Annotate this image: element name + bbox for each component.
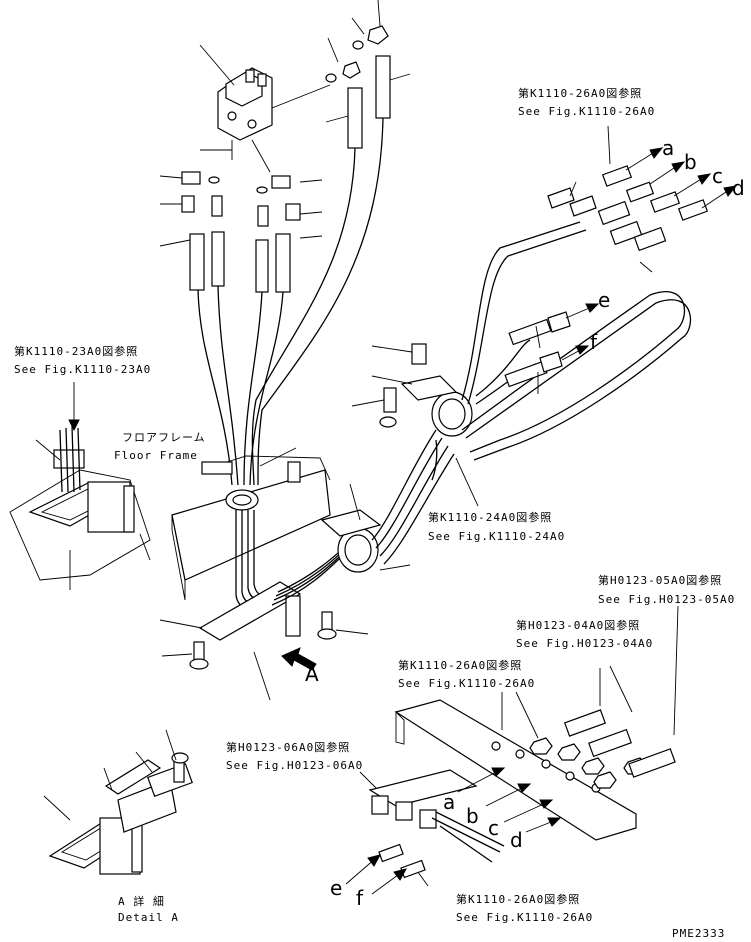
floor-frame-en: Floor Frame: [114, 449, 198, 462]
hose-bundle-middle: [371, 429, 455, 565]
ref-k1110-26a0-mid-jp: 第K1110-26A0図参照: [398, 659, 523, 672]
hose-label-e-bottom: e: [330, 876, 343, 900]
grommets: [320, 375, 473, 573]
hose-bundle-lower: [198, 510, 367, 641]
leader-lines: [73, 125, 679, 887]
hose-label-a-top: a: [662, 136, 675, 160]
couplings-top-right: [547, 165, 709, 252]
bracket-assembly: [394, 699, 676, 841]
ref-h0123-04a0-jp: 第H0123-04A0図参照: [516, 619, 641, 632]
hose-label-b-top: b: [684, 150, 697, 174]
detail-a: [43, 729, 193, 875]
coupling-arrows: [561, 147, 738, 361]
drawing-code: PME2333: [672, 927, 726, 940]
hose-label-f-top: f: [590, 330, 598, 354]
ref-k1110-23a0-en: See Fig.K1110-23A0: [14, 363, 152, 376]
top-fittings: [325, 0, 389, 83]
ref-h0123-05a0-en: See Fig.H0123-05A0: [598, 593, 736, 606]
ref-h0123-06a0-jp: 第H0123-06A0図参照: [226, 741, 351, 754]
hose-label-e-top: e: [598, 288, 611, 312]
hose-label-c-bottom: c: [488, 816, 499, 840]
hose-label-b-bottom: b: [466, 804, 479, 828]
bolts: [161, 611, 369, 670]
view-label-a: A: [305, 662, 319, 686]
view-arrow: [281, 647, 317, 671]
detail-a-jp: A 詳 細: [118, 895, 165, 908]
floor-frame: [171, 455, 331, 601]
detail-a-en: Detail A: [118, 911, 179, 924]
floor-frame-jp: フロアフレーム: [122, 431, 206, 444]
hose-label-d-top: d: [732, 176, 745, 200]
valve-assembly: [199, 44, 331, 141]
ref-h0123-06a0-en: See Fig.H0123-06A0: [226, 759, 364, 772]
ref-k1110-26a0-top-jp: 第K1110-26A0図参照: [518, 87, 643, 100]
lower-manifold: [368, 769, 505, 879]
ref-h0123-04a0-en: See Fig.H0123-04A0: [516, 637, 654, 650]
left-inset: [9, 419, 151, 590]
ref-k1110-26a0-mid-en: See Fig.K1110-26A0: [398, 677, 536, 690]
hose-label-f-bottom: f: [356, 886, 364, 910]
hose-bundle-upper: [197, 117, 384, 486]
ref-k1110-26a0-bottom-jp: 第K1110-26A0図参照: [456, 893, 581, 906]
hose-label-a-bottom: a: [443, 790, 456, 814]
hose-runs-right: [461, 221, 692, 461]
hose-label-c-top: c: [712, 164, 723, 188]
bottom-arrows: [345, 767, 562, 895]
couplings-e-f: [379, 311, 571, 428]
ref-k1110-24a0-jp: 第K1110-24A0図参照: [428, 511, 553, 524]
ref-k1110-26a0-top-en: See Fig.K1110-26A0: [518, 105, 656, 118]
valve-fittings: [159, 139, 323, 227]
valve-hose-ends: [159, 55, 411, 293]
hose-label-d-bottom: d: [510, 828, 523, 852]
ref-k1110-23a0-jp: 第K1110-23A0図参照: [14, 345, 139, 358]
ref-k1110-24a0-en: See Fig.K1110-24A0: [428, 530, 566, 543]
ref-k1110-26a0-bottom-en: See Fig.K1110-26A0: [456, 911, 594, 924]
ref-h0123-05a0-jp: 第H0123-05A0図参照: [598, 574, 723, 587]
